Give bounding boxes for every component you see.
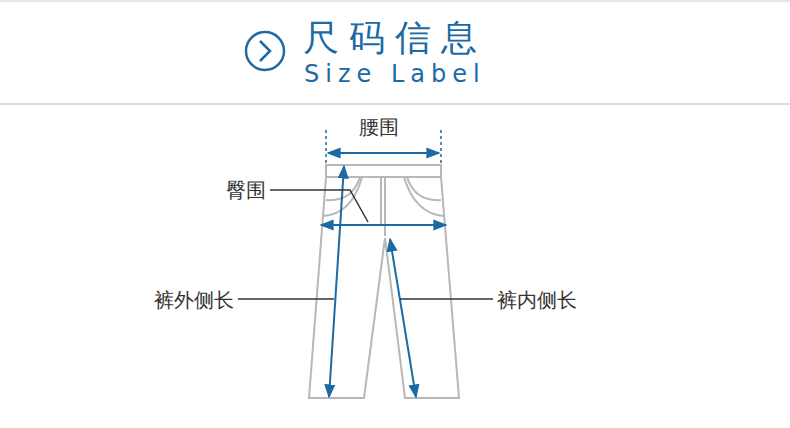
page-subtitle: Size Label <box>304 61 486 89</box>
chevron-icon <box>260 41 270 61</box>
top-rule <box>0 1 790 2</box>
measure-lines <box>321 130 446 397</box>
measure-label: 裤外侧长 <box>154 289 234 312</box>
measure-label: 腰围 <box>359 116 399 139</box>
measure-label: 臀围 <box>226 179 266 202</box>
measure-label: 裤内侧长 <box>497 289 577 312</box>
leader-lines <box>238 190 493 299</box>
divider-rule <box>0 104 790 105</box>
page-title: 尺码信息 <box>303 17 487 58</box>
pants-outline <box>309 165 459 398</box>
chevron-icon <box>246 32 284 70</box>
